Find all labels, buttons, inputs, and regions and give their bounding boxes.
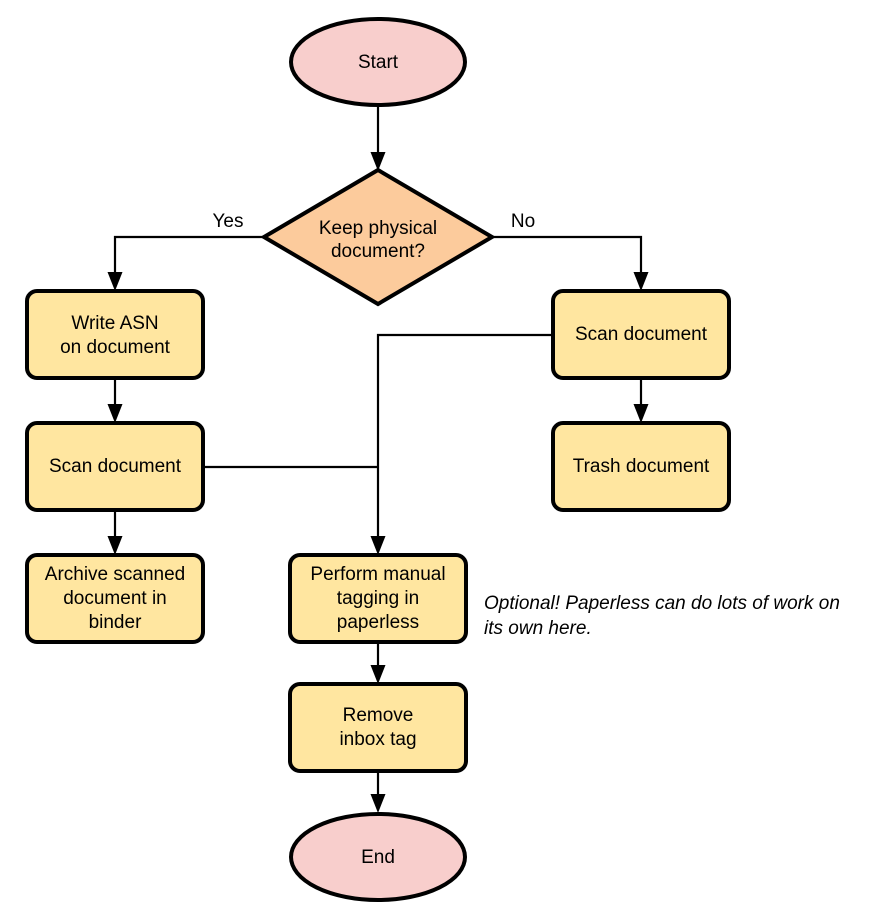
- edge-scan-left-to-archive: [107, 511, 123, 555]
- annotation-optional-note: Optional! Paperless can do lots of work …: [484, 593, 840, 639]
- edge-remove-inbox-to-end: [370, 771, 386, 813]
- scan-document-left-label: Scan document: [49, 456, 182, 477]
- decision-label-line2: document?: [331, 241, 425, 262]
- decision-label-line1: Keep physical: [319, 218, 437, 239]
- archive-label-line3: binder: [89, 612, 142, 633]
- remove-inbox-tag-label-line2: inbox tag: [339, 729, 416, 750]
- scan-document-right-rect-shape[interactable]: [551, 289, 731, 380]
- edge-label-yes: Yes: [213, 211, 244, 232]
- edge-scan-right-to-tagging: [370, 333, 552, 555]
- node-scan-document-left[interactable]: Scan document: [25, 421, 205, 512]
- start-ellipse-shape[interactable]: [289, 17, 467, 107]
- edge-start-to-decision: [370, 107, 386, 171]
- node-write-asn-on-document[interactable]: Write ASN on document: [25, 289, 205, 380]
- edge-label-no: No: [511, 211, 535, 232]
- edge-write-asn-to-scan-left: [107, 379, 123, 423]
- node-decision-keep-physical-document[interactable]: Keep physical document?: [260, 167, 496, 307]
- tagging-label-line2: tagging in: [337, 588, 419, 609]
- node-scan-document-right[interactable]: Scan document: [551, 289, 731, 380]
- archive-label-line2: document in: [63, 588, 167, 609]
- scan-document-left-rect-shape[interactable]: [25, 421, 205, 512]
- node-perform-manual-tagging[interactable]: Perform manual tagging in paperless: [288, 553, 468, 644]
- start-label: Start: [358, 52, 399, 73]
- edge-decision-no: [493, 235, 649, 291]
- node-trash-document[interactable]: Trash document: [551, 421, 731, 512]
- node-start[interactable]: Start: [289, 17, 467, 107]
- decision-diamond-shape[interactable]: [260, 167, 496, 307]
- archive-label-line1: Archive scanned: [45, 564, 185, 585]
- scan-document-right-label: Scan document: [575, 324, 708, 345]
- trash-document-label: Trash document: [573, 456, 710, 477]
- optional-note-line2: its own here.: [484, 618, 592, 639]
- tagging-rect-shape[interactable]: [288, 553, 468, 644]
- remove-inbox-tag-label-line1: Remove: [343, 705, 414, 726]
- tagging-label-line1: Perform manual: [310, 564, 445, 585]
- write-asn-label-line2: on document: [60, 337, 171, 358]
- write-asn-label-line1: Write ASN: [71, 313, 158, 334]
- tagging-label-line3: paperless: [337, 612, 419, 633]
- end-ellipse-shape[interactable]: [289, 812, 467, 902]
- archive-rect-shape[interactable]: [25, 553, 205, 644]
- node-end[interactable]: End: [289, 812, 467, 902]
- remove-inbox-tag-rect-shape[interactable]: [288, 682, 468, 773]
- write-asn-rect-shape[interactable]: [25, 289, 205, 380]
- node-archive-scanned-document-in-binder[interactable]: Archive scanned document in binder: [25, 553, 205, 644]
- end-label: End: [361, 847, 395, 868]
- trash-document-rect-shape[interactable]: [551, 421, 731, 512]
- edge-tagging-to-remove-inbox: [370, 643, 386, 684]
- edge-scan-right-to-trash: [633, 379, 649, 423]
- edge-decision-yes: [107, 235, 263, 291]
- node-remove-inbox-tag[interactable]: Remove inbox tag: [288, 682, 468, 773]
- optional-note-line1: Optional! Paperless can do lots of work …: [484, 593, 840, 614]
